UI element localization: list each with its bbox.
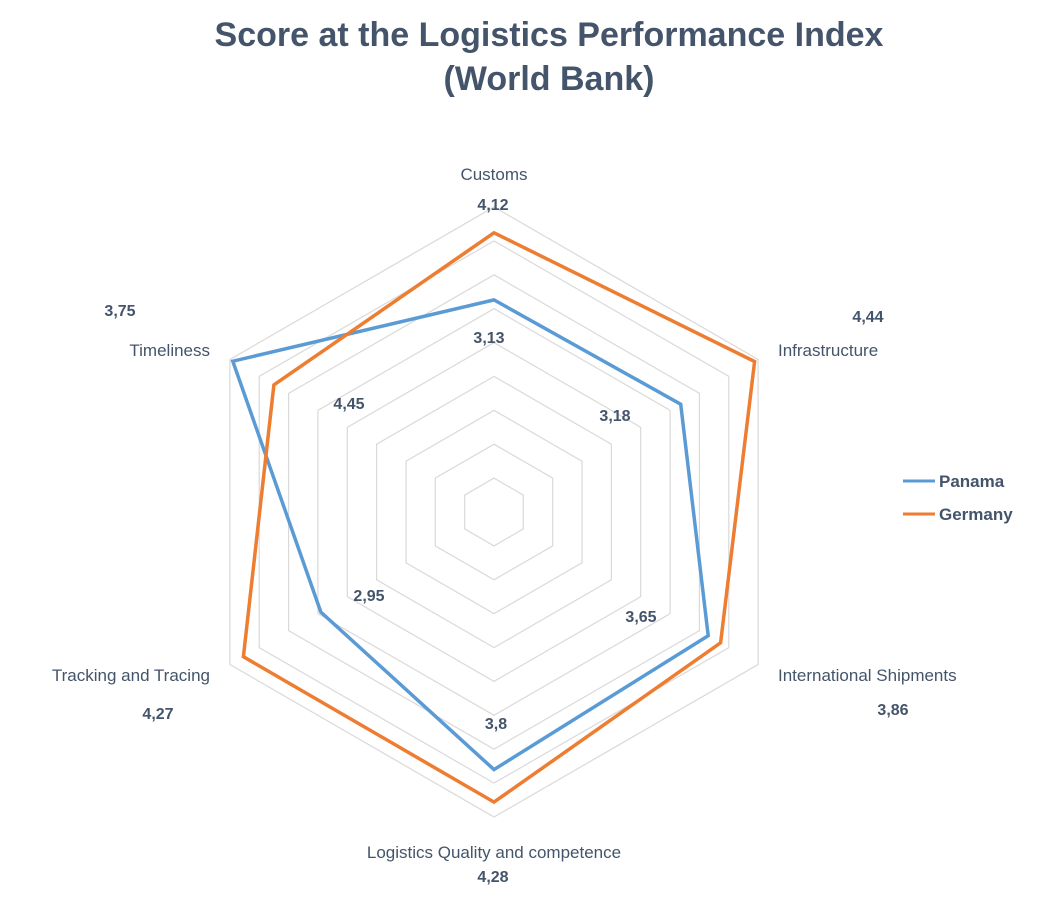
data-label-panama-logistics-quality-and-competence: 3,8 — [485, 716, 507, 733]
chart-title-line-1: Score at the Logistics Performance Index — [215, 16, 884, 54]
legend-label-panama: Panama — [939, 472, 1005, 491]
grid-ring-2 — [434, 443, 554, 581]
grid-ring-7 — [288, 274, 701, 750]
data-label-panama-infrastructure: 3,18 — [599, 408, 630, 425]
axis-label-tracking-and-tracing: Tracking and Tracing — [52, 666, 210, 685]
radar-grid — [229, 206, 759, 818]
legend-label-germany: Germany — [939, 505, 1013, 524]
data-label-germany-tracking-and-tracing: 4,27 — [142, 706, 173, 723]
data-label-germany-customs: 4,12 — [477, 197, 508, 214]
data-label-panama-tracking-and-tracing: 2,95 — [353, 588, 384, 605]
grid-ring-4 — [376, 375, 613, 649]
grid-ring-3 — [405, 409, 583, 615]
axis-label-customs: Customs — [460, 165, 527, 184]
grid-ring-5 — [346, 341, 642, 683]
radar-series — [230, 230, 757, 805]
chart-title-line-2: (World Bank) — [444, 60, 655, 98]
legend: Panama Germany — [903, 472, 1013, 524]
grid-ring-9 — [229, 206, 759, 818]
grid-ring-1 — [464, 477, 524, 547]
data-label-panama-international-shipments: 3,65 — [625, 609, 656, 626]
data-label-panama-customs: 3,13 — [473, 330, 504, 347]
legend-item-germany[interactable]: Germany — [903, 505, 1013, 524]
data-label-panama-timeliness: 4,45 — [333, 396, 364, 413]
grid-ring-8 — [258, 240, 730, 784]
axis-label-logistics-quality-and-competence: Logistics Quality and competence — [367, 843, 621, 862]
axis-label-international-shipments: International Shipments — [778, 666, 957, 685]
data-labels: 3,13 3,18 3,65 3,8 2,95 4,45 4,12 4,44 3,86 4,28 4… — [104, 197, 908, 886]
data-label-germany-international-shipments: 3,86 — [877, 702, 908, 719]
series-line-panama — [230, 298, 711, 772]
data-label-germany-timeliness: 3,75 — [104, 303, 135, 320]
data-label-germany-infrastructure: 4,44 — [852, 309, 883, 326]
axis-label-infrastructure: Infrastructure — [778, 341, 878, 360]
grid-ring-6 — [317, 308, 671, 716]
series-line-germany — [241, 230, 757, 805]
axis-label-timeliness: Timeliness — [129, 341, 210, 360]
data-label-germany-logistics-quality-and-competence: 4,28 — [477, 869, 508, 886]
legend-item-panama[interactable]: Panama — [903, 472, 1005, 491]
